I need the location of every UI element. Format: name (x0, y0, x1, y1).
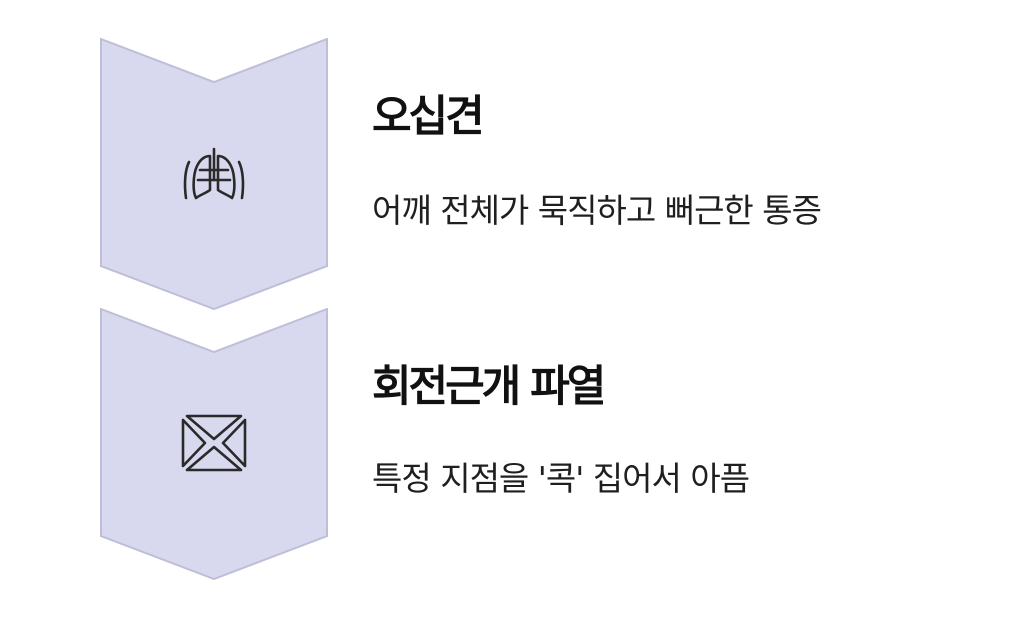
step-description: 특정 지점을 '콕' 집어서 아픔 (372, 459, 750, 498)
step-chevron-1 (100, 38, 328, 310)
lungs-icon (179, 140, 249, 210)
step-title: 회전근개 파열 (372, 362, 606, 412)
cross-arrows-icon (179, 408, 249, 478)
step-description: 어깨 전체가 묵직하고 뻐근한 통증 (372, 191, 822, 230)
step-chevron-2 (100, 308, 328, 580)
step-title: 오십견 (372, 92, 485, 142)
chevron-shape (100, 308, 328, 580)
